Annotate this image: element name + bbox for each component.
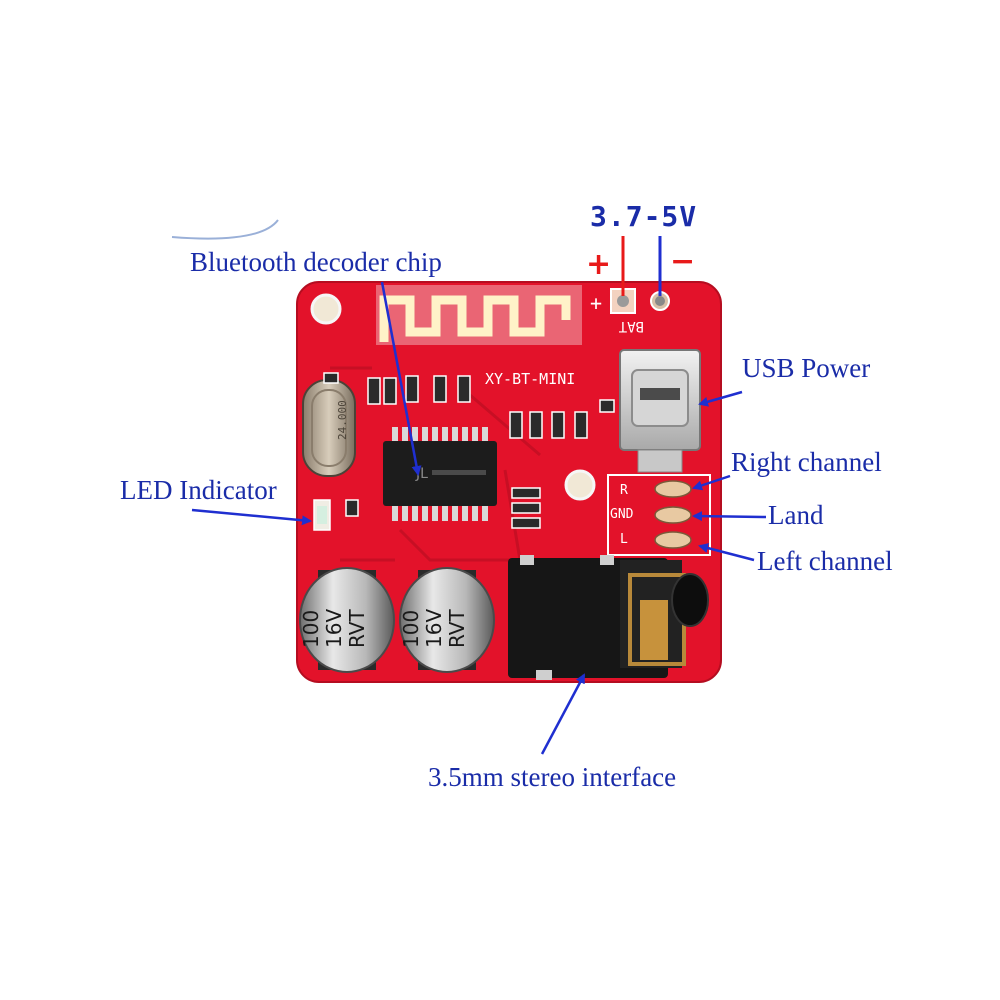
capacitor-left-icon: 100 16V RVT bbox=[299, 567, 395, 673]
callout-usb-power: USB Power bbox=[742, 353, 871, 383]
smd-components bbox=[323, 372, 615, 529]
callout-left-channel: Left channel bbox=[757, 546, 893, 576]
pad-l-silk: L bbox=[620, 532, 628, 547]
plus-sign: + bbox=[586, 247, 612, 282]
cap-text-2: 16V bbox=[322, 609, 346, 648]
capacitor-right-icon: 100 16V RVT bbox=[399, 567, 495, 673]
mounting-hole-icon bbox=[310, 293, 342, 325]
callout-arrows bbox=[191, 281, 767, 755]
pad-r-silk: R bbox=[620, 483, 628, 498]
stray-stroke bbox=[171, 219, 279, 240]
callout-land: Land bbox=[768, 500, 824, 530]
board-model-silk: XY-BT-MINI bbox=[485, 370, 575, 388]
antenna-trace bbox=[379, 295, 571, 342]
cap-text-6: RVT bbox=[445, 609, 469, 648]
pad-bat-silk: BAT bbox=[618, 318, 644, 334]
callout-bluetooth-chip: Bluetooth decoder chip bbox=[190, 247, 442, 277]
minus-sign: − bbox=[670, 244, 696, 279]
callout-right-channel: Right channel bbox=[731, 447, 882, 477]
cap-text-3: RVT bbox=[345, 609, 369, 648]
cap-text-5: 16V bbox=[422, 609, 446, 648]
audio-jack-icon bbox=[508, 555, 709, 680]
crystal-marking: 24.000 bbox=[336, 400, 349, 440]
cap-text-1: 100 bbox=[299, 610, 323, 648]
callout-led-indicator: LED Indicator bbox=[120, 475, 277, 505]
bluetooth-chip-icon: JL bbox=[383, 427, 497, 521]
pad-gnd-silk: GND bbox=[610, 507, 634, 522]
voltage-label: 3.7-5V bbox=[590, 200, 698, 233]
mounting-hole-icon bbox=[564, 469, 596, 501]
cap-text-4: 100 bbox=[399, 610, 423, 648]
pad-plus-silk: + bbox=[590, 291, 602, 315]
callout-stereo-interface: 3.5mm stereo interface bbox=[428, 762, 677, 792]
